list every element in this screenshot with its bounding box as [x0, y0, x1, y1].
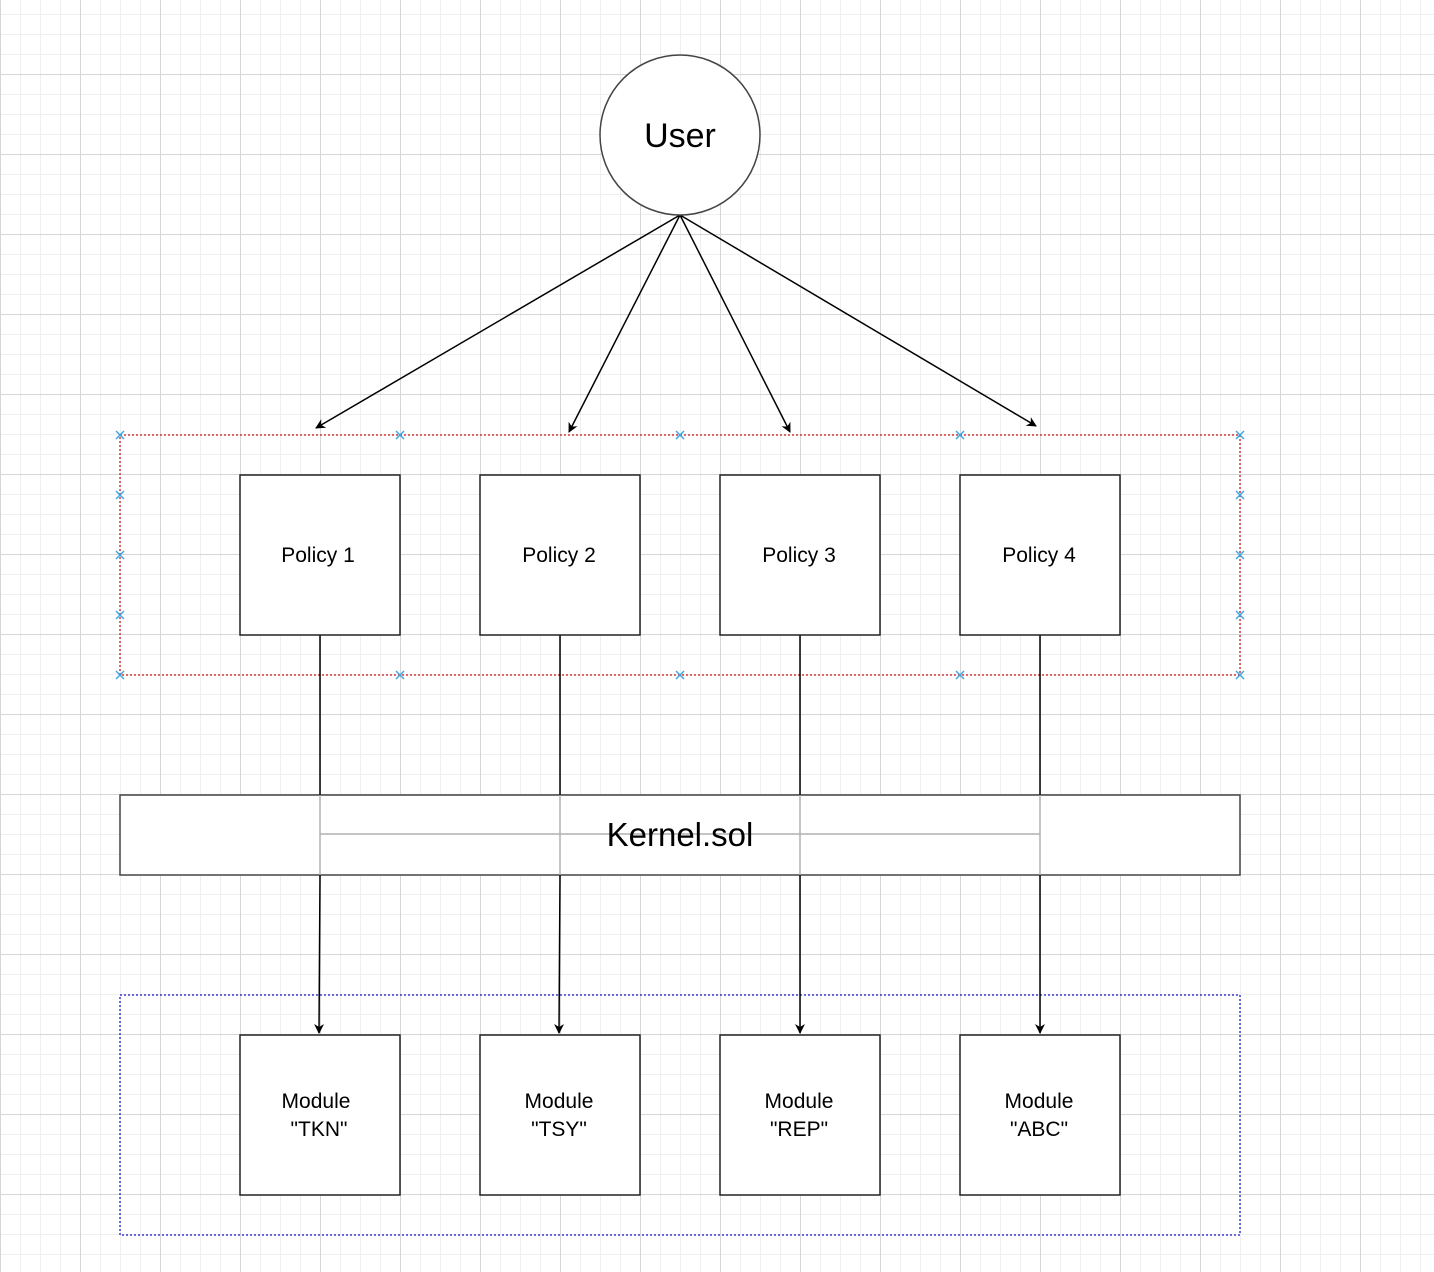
user-to-policy-connectors: [315, 214, 1037, 433]
module-label-line2: "TSY": [531, 1118, 587, 1141]
user-node[interactable]: User: [599, 54, 761, 216]
module-group[interactable]: [119, 994, 1241, 1236]
connector-user-policy-1[interactable]: [315, 214, 681, 429]
module-label-line2: "REP": [770, 1118, 828, 1141]
module-node-tsy[interactable]: Module "TSY": [479, 1034, 641, 1196]
connector-user-policy-2[interactable]: [568, 214, 681, 433]
selection-handles: [115, 430, 1245, 680]
connector-user-policy-3[interactable]: [679, 214, 791, 433]
module-label-line1: Module: [765, 1090, 834, 1113]
policy-label: Policy 1: [281, 544, 355, 567]
policy-to-kernel-connectors: [319, 635, 1041, 795]
policy-node-4[interactable]: Policy 4: [959, 474, 1121, 636]
module-node-rep[interactable]: Module "REP": [719, 1034, 881, 1196]
user-label: User: [644, 117, 716, 155]
module-label-line1: Module: [525, 1090, 594, 1113]
policy-node-2[interactable]: Policy 2: [479, 474, 641, 636]
kernel-internal-connectors: [319, 795, 1041, 875]
kernel-to-module-connectors: [314, 874, 1045, 1034]
policy-label: Policy 3: [762, 544, 836, 567]
policy-label: Policy 2: [522, 544, 596, 567]
module-label-line1: Module: [282, 1090, 351, 1113]
module-node-tkn[interactable]: Module "TKN": [239, 1034, 401, 1196]
connector-user-policy-4[interactable]: [679, 214, 1037, 427]
module-label-line2: "ABC": [1010, 1118, 1068, 1141]
connector-kernel-module-tkn[interactable]: [314, 874, 325, 1034]
module-node-abc[interactable]: Module "ABC": [959, 1034, 1121, 1196]
module-label-line2: "TKN": [291, 1118, 348, 1141]
kernel-label: Kernel.sol: [607, 816, 754, 853]
connector-kernel-module-tsy[interactable]: [554, 874, 565, 1034]
kernel-box[interactable]: [119, 794, 1241, 876]
module-label-line1: Module: [1005, 1090, 1074, 1113]
policy-node-3[interactable]: Policy 3: [719, 474, 881, 636]
policy-label: Policy 4: [1002, 544, 1076, 567]
policy-node-1[interactable]: Policy 1: [239, 474, 401, 636]
